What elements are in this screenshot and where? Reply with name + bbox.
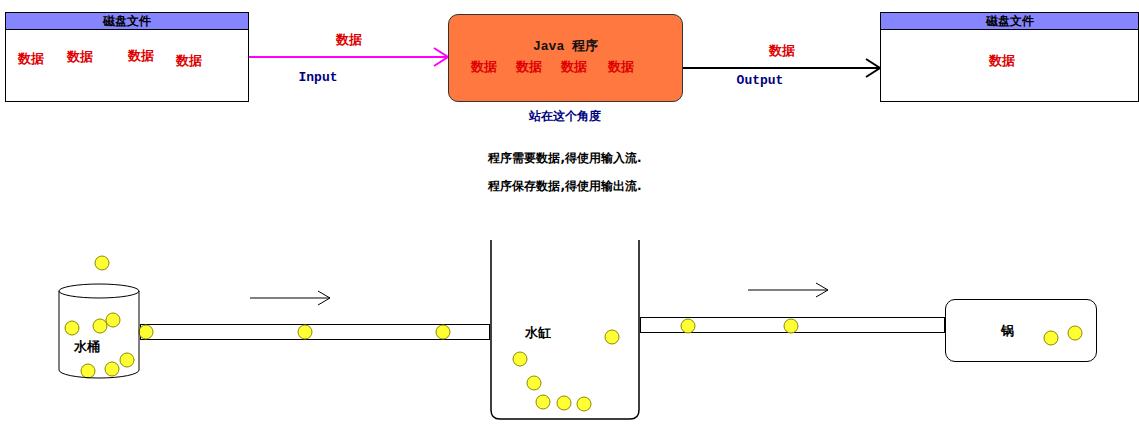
pipe-outline xyxy=(140,324,490,340)
ball xyxy=(106,313,120,327)
ball xyxy=(298,325,312,339)
tank-outline xyxy=(490,240,640,420)
bucket: 水桶 xyxy=(58,283,140,379)
bucket-body xyxy=(59,291,139,378)
data-word: 数据 xyxy=(471,59,497,75)
flow-arrow xyxy=(250,283,828,305)
ball xyxy=(536,395,550,409)
file-box: 磁盘文件数据 xyxy=(880,12,1139,102)
arrow-head xyxy=(434,48,448,66)
ball xyxy=(81,364,95,378)
arrow-head xyxy=(866,59,880,77)
file-box: 磁盘文件数据 数据 数据 数据 xyxy=(5,12,249,102)
box-header: 磁盘文件 xyxy=(881,13,1138,30)
data-word: 数据 xyxy=(989,53,1015,69)
edge-label: 数据 xyxy=(336,31,362,49)
tank-wall xyxy=(491,240,639,419)
data-word: 数据 xyxy=(128,48,154,64)
pipe-inside xyxy=(141,325,489,339)
program-box: Java 程序数据 数据 数据 数据 xyxy=(448,14,683,102)
ball xyxy=(784,319,798,333)
water-tank: 水缸 xyxy=(490,240,640,420)
ball xyxy=(120,353,134,367)
note-text: 程序需要数据,得使用输入流. xyxy=(488,150,641,167)
arrow-line xyxy=(249,56,448,58)
ball xyxy=(436,325,450,339)
data-word: 数据 xyxy=(18,51,44,67)
note-text: 程序保存数据,得使用输出流. xyxy=(488,178,641,195)
bucket-rim xyxy=(59,284,139,298)
flow-connector xyxy=(249,48,448,66)
ball xyxy=(527,376,541,390)
data-word: 数据 xyxy=(561,59,587,75)
data-word: 数据 xyxy=(67,49,93,65)
arrow-line xyxy=(683,67,880,69)
ball xyxy=(1068,326,1082,340)
data-word: 数据 xyxy=(608,59,634,75)
edge-label: 数据 xyxy=(769,42,795,60)
flow-arrow xyxy=(250,291,330,305)
ball xyxy=(105,362,119,376)
data-word: 数据 xyxy=(516,59,542,75)
ball xyxy=(95,256,109,270)
ball xyxy=(65,321,79,335)
ball xyxy=(681,319,695,333)
ball xyxy=(605,330,619,344)
pipe-outline xyxy=(640,317,945,333)
container-label: 水缸 xyxy=(525,325,551,341)
ball xyxy=(1044,331,1058,345)
pipe-inside xyxy=(641,318,944,332)
ball xyxy=(557,396,571,410)
note-text: Input xyxy=(298,70,337,85)
container-label: 锅 xyxy=(1001,323,1014,339)
data-word: 数据 xyxy=(176,53,202,69)
ball xyxy=(513,352,527,366)
note-text: 站在这个角度 xyxy=(529,108,601,125)
container-label: 水桶 xyxy=(74,339,100,355)
box-header: 磁盘文件 xyxy=(6,13,248,30)
note-text: Output xyxy=(737,73,784,88)
bucket-outline xyxy=(58,283,140,379)
flow-arrow xyxy=(748,283,828,297)
pot: 锅 xyxy=(945,299,1097,362)
program-title: Java 程序 xyxy=(449,39,682,55)
ball xyxy=(93,319,107,333)
ball xyxy=(139,325,153,339)
ball xyxy=(577,397,591,411)
